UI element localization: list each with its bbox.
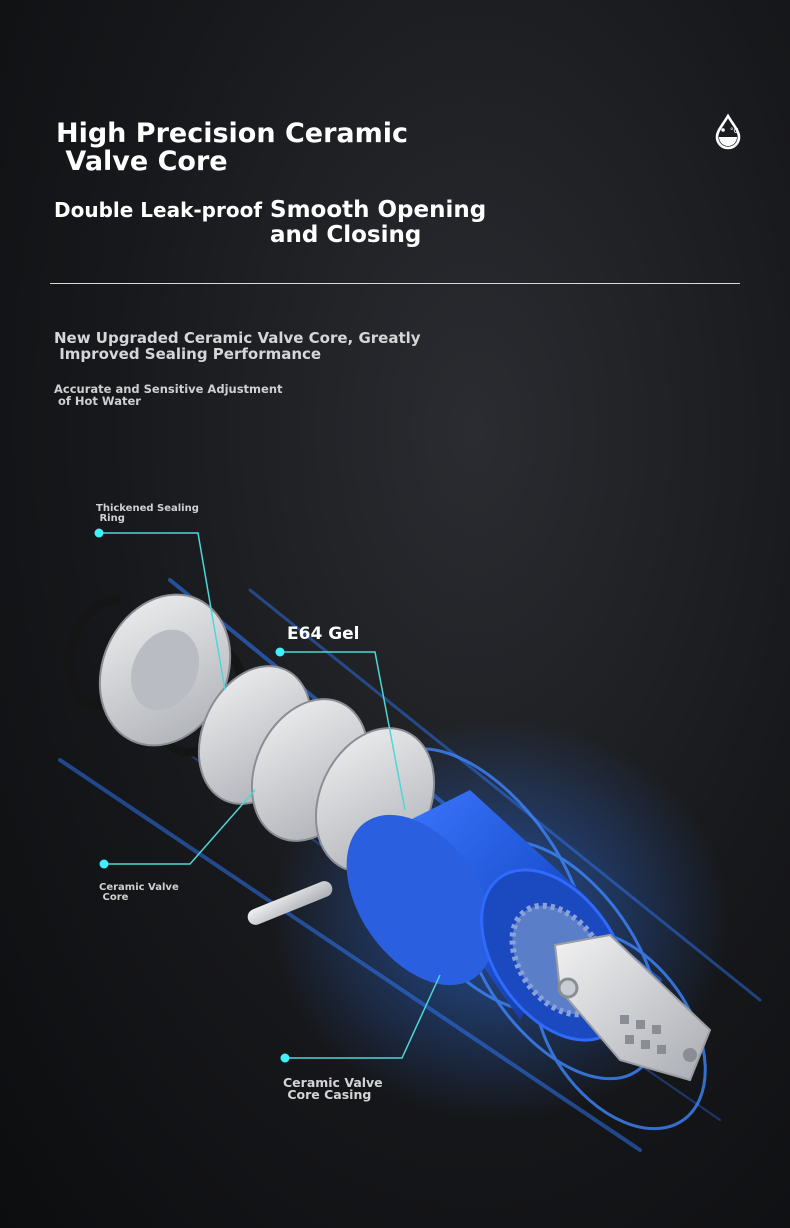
blue-casing: [346, 790, 630, 1042]
page-title: High Precision Ceramic Valve Core: [56, 118, 409, 177]
feature-double-leak-proof: Double Leak-proof: [54, 198, 263, 222]
svg-text:°C: °C: [730, 127, 739, 135]
callout-ceramic-valve-core-casing: Ceramic Valve Core Casing: [283, 1075, 383, 1102]
callout-dots: [94, 528, 290, 1063]
callout-lines: [99, 532, 441, 1059]
feature-smooth-opening: Smooth Opening and Closing: [270, 197, 487, 248]
callout-ceramic-valve-core: Ceramic Valve Core: [99, 882, 179, 903]
description-primary: New Upgraded Ceramic Valve Core, Greatly…: [54, 329, 421, 363]
callout-e64-gel: E64 Gel: [287, 624, 360, 644]
description-secondary: Accurate and Sensitive Adjustment of Hot…: [54, 382, 283, 408]
pin: [247, 881, 333, 925]
callout-sealing-ring: Thickened Sealing Ring: [96, 503, 199, 524]
spindle: [553, 933, 712, 1082]
ceramic-discs: [98, 593, 436, 873]
divider: [50, 283, 740, 284]
water-drop-temperature-icon: °C: [715, 113, 741, 150]
